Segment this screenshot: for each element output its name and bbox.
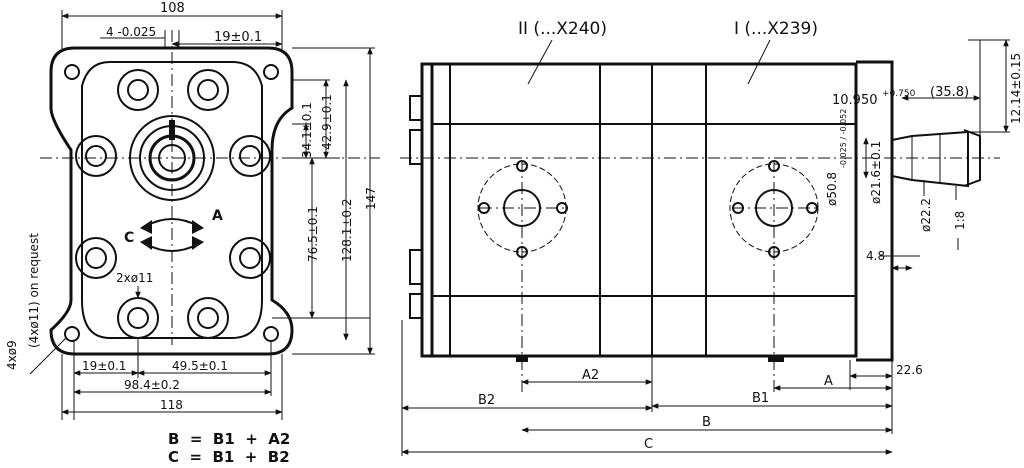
dim-12-14: 12.14±0.15 bbox=[1009, 53, 1023, 124]
dim-h34: 34.1±0.1 bbox=[300, 102, 314, 158]
drive-shaft bbox=[891, 129, 981, 188]
dim-holes-4-request: (4xø11) on request bbox=[27, 233, 41, 348]
dim-35-8: (35.8) bbox=[930, 85, 969, 100]
dim-21-6: ø21.6±0.1 bbox=[869, 141, 883, 204]
dim-h128: 128.1±0.2 bbox=[340, 199, 354, 263]
dim-22-6: 22.6 bbox=[896, 363, 923, 377]
dim-b49: 49.5±0.1 bbox=[172, 359, 228, 373]
bolt bbox=[75, 135, 117, 177]
body-contour bbox=[81, 61, 263, 339]
port-i bbox=[729, 160, 819, 395]
bolt bbox=[75, 237, 117, 279]
dim-offset-tol: 4 -0.025 bbox=[106, 25, 156, 39]
dim-top-width: 108 bbox=[160, 1, 185, 16]
side-view: II (...X240) I (...X239) 10.950 +0.750 (… bbox=[400, 19, 1023, 456]
dim-h76: 76.5±0.1 bbox=[306, 206, 320, 262]
dim-22-2: ø22.2 bbox=[919, 198, 933, 232]
dim-taper: 1:8 bbox=[953, 211, 967, 230]
dim-b2: B2 bbox=[478, 393, 495, 408]
formula-c: C = B1 + B2 bbox=[168, 448, 290, 466]
dim-offset-19: 19±0.1 bbox=[214, 30, 262, 45]
dim-b98: 98.4±0.2 bbox=[124, 378, 180, 392]
bolt bbox=[117, 297, 159, 339]
rotation-a-label: A bbox=[212, 208, 223, 224]
dim-a2: A2 bbox=[582, 368, 599, 383]
dim-h42: 42.9±0.1 bbox=[320, 94, 334, 150]
dim-holes-2: 2xø11 bbox=[116, 271, 153, 285]
corner-holes bbox=[64, 64, 279, 342]
front-cover bbox=[856, 60, 894, 362]
dim-b1: B1 bbox=[752, 391, 769, 406]
dim-b: B bbox=[702, 415, 711, 430]
corner-hole bbox=[64, 64, 80, 80]
dim-50-8-tol: -0.025 / -0.052 bbox=[839, 109, 848, 168]
dim-a: A bbox=[824, 374, 833, 389]
side-bolt-heads bbox=[409, 95, 423, 319]
corner-hole bbox=[263, 326, 279, 342]
pump-body-outline bbox=[430, 62, 858, 358]
formula-b: B = B1 + A2 bbox=[168, 430, 290, 448]
bolt bbox=[117, 69, 159, 111]
front-view: C A 108 4 -0.025 19±0.1 34.1±0.1 42.9±0.… bbox=[5, 1, 380, 420]
dim-c: C bbox=[644, 437, 653, 452]
corner-hole bbox=[64, 326, 80, 342]
dim-holes-4: 4xø9 bbox=[5, 340, 19, 370]
bolt bbox=[187, 297, 229, 339]
dim-50-8: ø50.8 bbox=[825, 172, 839, 206]
dim-b19: 19±0.1 bbox=[82, 359, 126, 373]
flange-outline bbox=[49, 46, 294, 356]
bolt-heads bbox=[75, 69, 271, 339]
corner-hole bbox=[263, 64, 279, 80]
dim-10950: 10.950 bbox=[832, 93, 878, 108]
bolt bbox=[187, 69, 229, 111]
dim-b118: 118 bbox=[160, 398, 183, 412]
rotation-c-label: C bbox=[124, 230, 134, 246]
bolt bbox=[229, 135, 271, 177]
rotation-arrows: C A bbox=[124, 208, 223, 252]
dim-10950-tol: +0.750 bbox=[882, 89, 916, 99]
bolt bbox=[229, 237, 271, 279]
pump-ii-label: II (...X240) bbox=[518, 19, 607, 39]
port-ii bbox=[477, 160, 568, 395]
dim-4-8: 4.8 bbox=[866, 249, 885, 263]
dim-h147: 147 bbox=[364, 187, 378, 210]
pump-i-label: I (...X239) bbox=[734, 19, 818, 39]
